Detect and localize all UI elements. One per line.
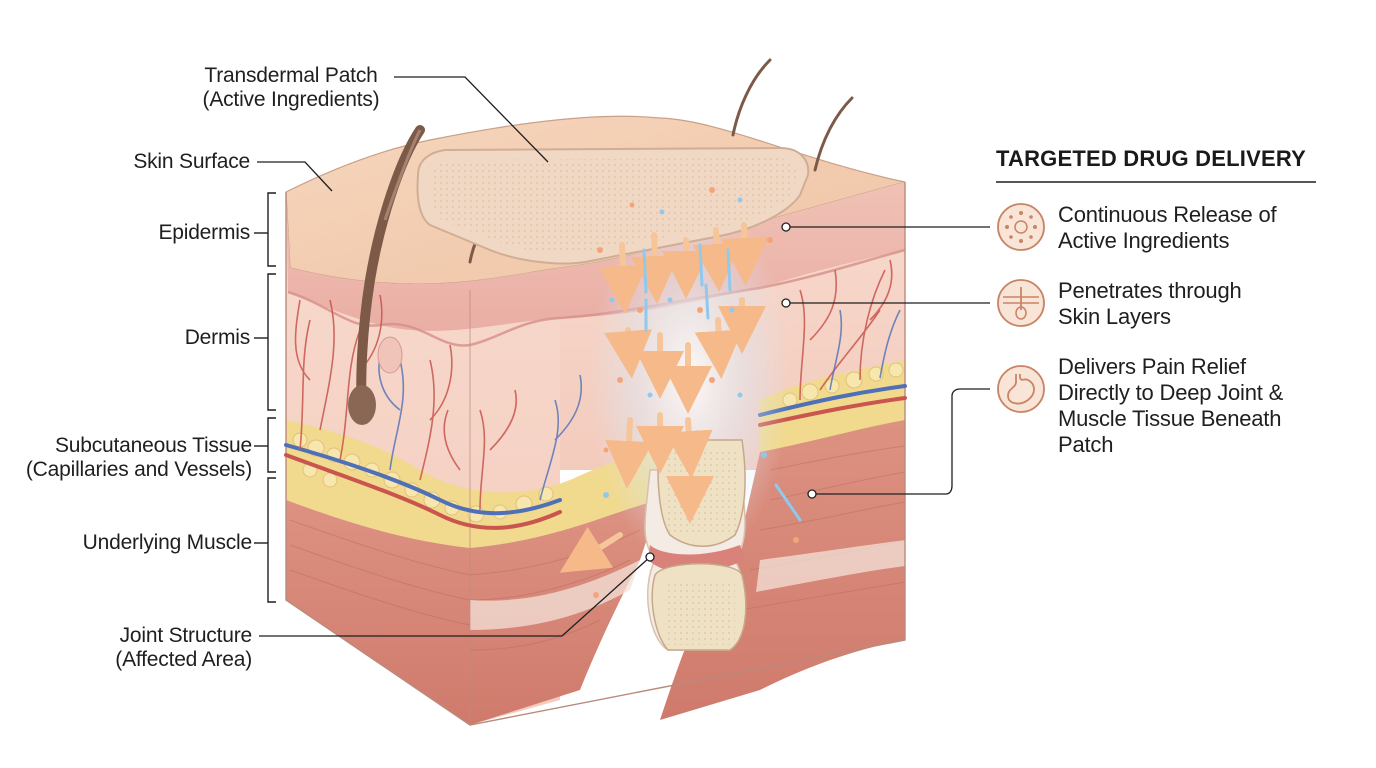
dermis-label: Dermis <box>184 326 250 349</box>
skin-surface-leader-line <box>257 161 333 192</box>
transdermal-patch <box>416 146 810 265</box>
feature-release-line-2: Active Ingredients <box>1058 228 1230 253</box>
skin-surface-label: Skin Surface <box>133 150 250 173</box>
release-icon <box>997 203 1045 251</box>
joint-title: Joint Structure <box>119 624 253 647</box>
hair-follicle <box>356 125 425 415</box>
subcutaneous-bracket <box>267 417 276 473</box>
feature-relief-line-1: Delivers Pain Relief <box>1058 354 1246 379</box>
feature-release: Continuous Release of Active Ingredients <box>1058 202 1277 254</box>
stomach-icon <box>997 365 1045 413</box>
panel-title: TARGETED DRUG DELIVERY <box>996 146 1306 171</box>
transdermal-patch-subtitle: (Active Ingredients) <box>202 88 380 111</box>
skin-layers-icon <box>997 279 1045 327</box>
feature-relief: Delivers Pain Relief Directly to Deep Jo… <box>1058 354 1283 458</box>
feature-relief-line-3: Muscle Tissue Beneath <box>1058 406 1282 431</box>
joint-label: Joint Structure (Affected Area) <box>60 624 252 672</box>
transdermal-patch-title: Transdermal Patch <box>204 64 378 87</box>
feature-relief-line-2: Directly to Deep Joint & <box>1058 380 1284 405</box>
transdermal-patch-label: Transdermal Patch (Active Ingredients) <box>186 64 396 112</box>
joint-subtitle: (Affected Area) <box>115 648 252 671</box>
epidermis-layer <box>286 182 905 331</box>
muscle-bracket <box>267 477 276 603</box>
subcutaneous-subtitle: (Capillaries and Vessels) <box>25 458 252 481</box>
feature-release-line-1: Continuous Release of <box>1058 202 1277 227</box>
dermis-bracket <box>267 273 276 411</box>
subcutaneous-label: Subcutaneous Tissue (Capillaries and Ves… <box>10 434 252 482</box>
muscle-label: Underlying Muscle <box>82 531 253 554</box>
feature-relief-line-4: Patch <box>1058 432 1114 457</box>
joint-leader-line <box>259 556 651 637</box>
subcutaneous-layer <box>286 420 660 548</box>
subcutaneous-title: Subcutaneous Tissue <box>54 434 252 457</box>
patch-leader-line <box>394 76 549 163</box>
feature-penetration-line-2: Skin Layers <box>1058 304 1171 329</box>
feature-penetration-line-1: Penetrates through <box>1058 278 1242 303</box>
feature-penetration: Penetrates through Skin Layers <box>1058 278 1242 330</box>
relief-leader-line <box>812 388 990 495</box>
epidermis-bracket <box>267 192 276 267</box>
epidermis-label: Epidermis <box>158 221 250 244</box>
